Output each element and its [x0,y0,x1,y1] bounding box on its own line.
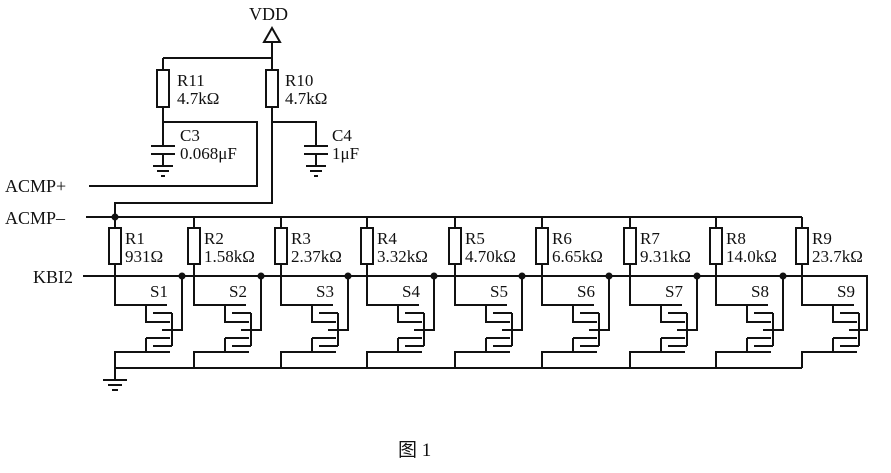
ladder-stage: R54.70kΩ S5 [448,217,526,368]
resistor-r2 [187,227,201,265]
wire-vdd [162,42,273,70]
switch-label: S4 [402,282,420,301]
switch-label: S9 [837,282,855,301]
resistor-r9 [795,227,809,265]
r10-name: R10 [285,71,313,90]
ground-icon [103,368,127,391]
wire-acmp-minus [114,107,317,217]
resistor-value: 14.0kΩ [726,247,777,266]
junction-dot [257,272,265,280]
resistor-value: 9.31kΩ [640,247,691,266]
resistor-name: R3 [291,229,311,248]
resistor-r6 [535,227,549,265]
junction-dot [693,272,701,280]
vdd-label: VDD [249,4,288,24]
switch-label: S3 [316,282,334,301]
wire [801,217,854,306]
switch-label: S6 [577,282,595,301]
switch-label: S1 [150,282,168,301]
switch-label: S2 [229,282,247,301]
resistor-r8 [709,227,723,265]
switch-s2[interactable] [193,276,262,368]
switch-label: S8 [751,282,769,301]
ladder-stage: R79.31kΩ S7 [623,217,701,368]
acmp-plus-label: ACMP+ [5,176,66,196]
c3-name: C3 [180,126,200,145]
resistor-value: 6.65kΩ [552,247,603,266]
resistor-name: R1 [125,229,145,248]
ladder-stage: R43.32kΩ S4 [360,217,438,368]
switch-s7[interactable] [629,276,698,368]
kbi2-label: KBI2 [33,267,73,287]
wire [280,217,333,306]
resistor-value: 1.58kΩ [204,247,255,266]
switch-label: S7 [665,282,683,301]
junction-dot [344,272,352,280]
resistor-name: R4 [377,229,397,248]
resistor-name: R8 [726,229,746,248]
switch-s3[interactable] [280,276,349,368]
c4-value: 1μF [332,144,359,163]
acmp-minus-label: ACMP– [5,208,66,228]
switch-s8[interactable] [715,276,784,368]
resistor-r1 [108,227,122,265]
figure-caption: 图 1 [398,440,431,461]
wire [541,217,594,306]
junction-dot [430,272,438,280]
ladder-stage: R66.65kΩ S6 [535,217,613,368]
wire [454,217,507,306]
switch-label: S5 [490,282,508,301]
wire [366,217,419,306]
switch-s5[interactable] [454,276,523,368]
switch-s9[interactable] [801,305,868,368]
resistor-r5 [448,227,462,265]
capacitor-c3 [151,145,175,177]
resistor-value: 2.37kΩ [291,247,342,266]
wire-acmp-plus [89,107,258,187]
c3-value: 0.068μF [180,144,237,163]
resistor-value: 3.32kΩ [377,247,428,266]
capacitor-c4 [304,145,328,177]
c4-name: C4 [332,126,352,145]
resistor-name: R6 [552,229,572,248]
wire [114,217,167,306]
resistor-value: 931Ω [125,247,163,266]
junction-dot [518,272,526,280]
r10-value: 4.7kΩ [285,89,327,108]
switch-s4[interactable] [366,276,435,368]
r11-name: R11 [177,71,205,90]
resistor-value: 23.7kΩ [812,247,863,266]
wire [715,217,768,306]
junction-dot [779,272,787,280]
resistor-r10 [265,69,279,108]
resistor-name: R2 [204,229,224,248]
wire [193,217,246,306]
r11-value: 4.7kΩ [177,89,219,108]
junction-dot [178,272,186,280]
kbi2-bus [83,275,868,327]
ladder-stage: R21.58kΩ S2 [187,217,265,368]
ladder-stage: R32.37kΩ S3 [274,217,352,368]
resistor-r4 [360,227,374,265]
resistor-name: R5 [465,229,485,248]
resistor-r11 [156,69,170,108]
resistor-r3 [274,227,288,265]
wire [629,217,682,306]
resistor-r7 [623,227,637,265]
junction-dot [605,272,613,280]
vdd-arrow-icon [262,25,282,43]
resistor-name: R7 [640,229,660,248]
switch-s6[interactable] [541,276,610,368]
switch-s1[interactable] [114,276,183,368]
resistor-value: 4.70kΩ [465,247,516,266]
resistor-name: R9 [812,229,832,248]
